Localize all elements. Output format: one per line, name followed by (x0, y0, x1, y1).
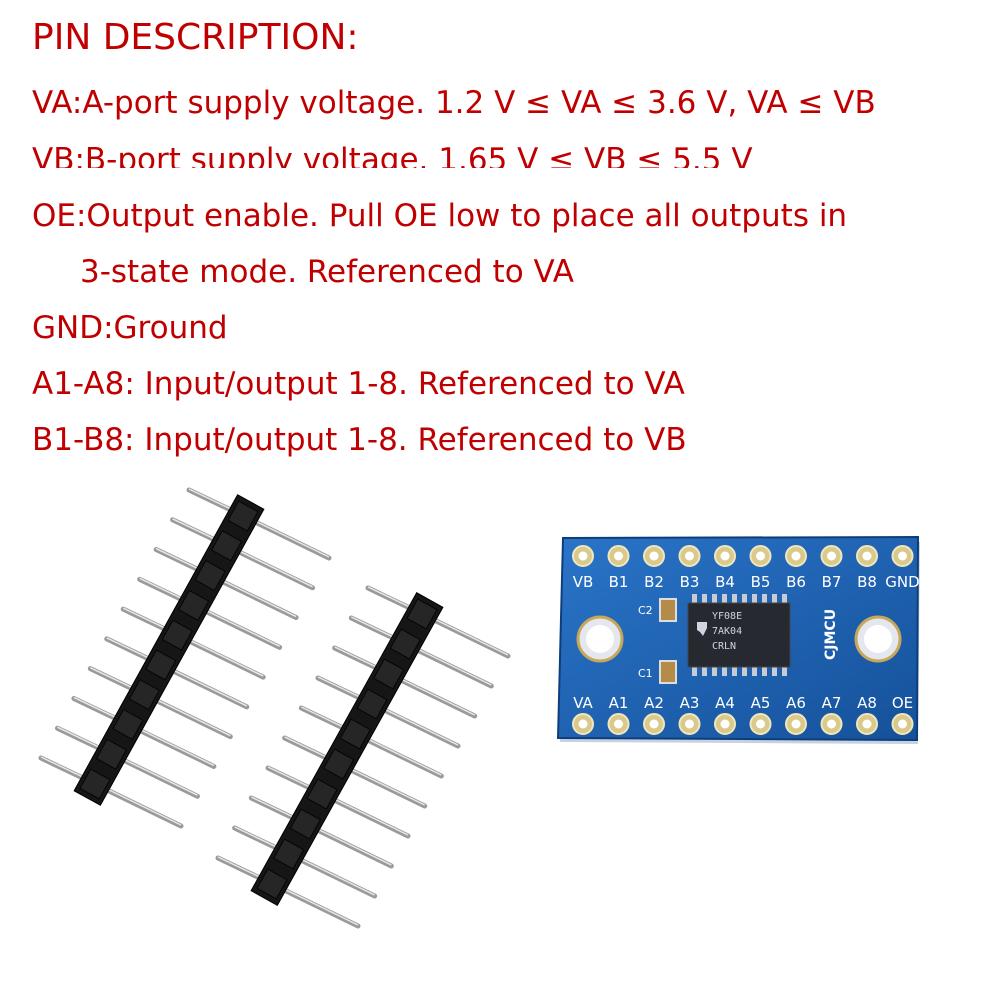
top-pin-label: B5 (751, 573, 771, 591)
bottom-pin-pads (572, 713, 914, 735)
vb-description: VB:B-port supply voltage. 1.65 V ≤ VB ≤ … (32, 142, 753, 168)
chip-marking: 7AK04 (712, 626, 742, 637)
bottom-pin-label: A4 (715, 694, 735, 712)
pin-description-heading: PIN DESCRIPTION: (32, 17, 359, 58)
b-pins-description: B1-B8: Input/output 1-8. Referenced to V… (32, 422, 687, 458)
top-pin-pads (572, 545, 914, 567)
top-pin-label: B2 (644, 573, 664, 591)
bottom-pin-label: OE (892, 694, 913, 712)
brand-label: CJMCU (823, 609, 839, 660)
bottom-pin-label: A5 (751, 694, 771, 712)
va-description: VA:A-port supply voltage. 1.2 V ≤ VA ≤ 3… (32, 85, 876, 121)
top-pin-label: GND (885, 573, 919, 591)
gnd-description: GND:Ground (32, 310, 228, 346)
chip-marking: YF08E (712, 611, 742, 622)
pin-description-text: PIN DESCRIPTION: VA:A-port supply voltag… (0, 0, 1000, 480)
product-photo: VB B1 B2 B3 B4 B5 B6 B7 B8 GND VA A1 A2 A3 A4 A5 A6 A7 A8… (38, 487, 920, 929)
capacitor-label: C1 (638, 667, 653, 680)
a-pins-description: A1-A8: Input/output 1-8. Referenced to V… (32, 366, 685, 402)
bottom-pin-label: A2 (644, 694, 664, 712)
bottom-pin-label: A8 (857, 694, 877, 712)
top-pin-label: B8 (857, 573, 877, 591)
top-pin-labels: VB B1 B2 B3 B4 B5 B6 B7 B8 GND (573, 573, 920, 591)
top-pin-label: B1 (609, 573, 629, 591)
txs0108e-chip: YF08E 7AK04 CRLN (687, 594, 791, 676)
capacitor-c1 (659, 660, 677, 684)
top-pin-label: B4 (715, 573, 735, 591)
ti-logo-icon (697, 622, 707, 636)
chip-marking: CRLN (712, 641, 736, 652)
level-shifter-board: VB B1 B2 B3 B4 B5 B6 B7 B8 GND VA A1 A2 A3 A4 A5 A6 A7 A8… (556, 535, 920, 744)
capacitor-label: C2 (638, 604, 653, 617)
top-pin-label: VB (573, 573, 594, 591)
bottom-pin-label: A7 (822, 694, 842, 712)
bottom-pin-label: A1 (609, 694, 629, 712)
bottom-pin-label: A6 (786, 694, 806, 712)
oe-description-line-1: OE:Output enable. Pull OE low to place a… (32, 198, 848, 234)
pin-header-strip (38, 487, 332, 829)
bottom-pin-labels: VA A1 A2 A3 A4 A5 A6 A7 A8 OE (573, 694, 913, 712)
bottom-pin-label: VA (573, 694, 593, 712)
bottom-pin-label: A3 (680, 694, 700, 712)
top-pin-label: B6 (786, 573, 806, 591)
capacitor-c2 (659, 598, 677, 622)
top-pin-label: B3 (680, 573, 700, 591)
top-pin-label: B7 (822, 573, 842, 591)
pin-header-strip (215, 585, 511, 929)
oe-description-line-2: 3-state mode. Referenced to VA (80, 254, 574, 290)
